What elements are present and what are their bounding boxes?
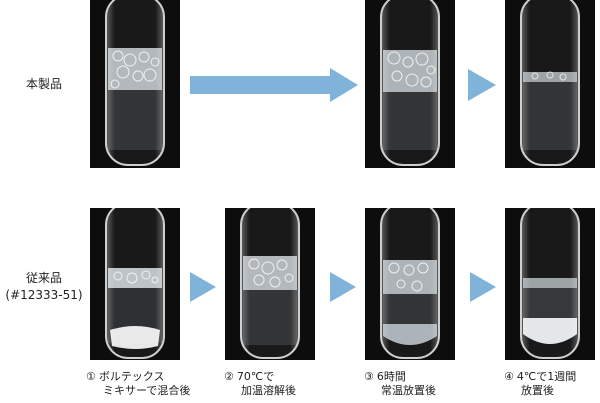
arrow-right-icon [190,272,216,302]
tube-photo-product-step1 [90,0,180,168]
test-tube-image [380,0,440,166]
step-caption-line2: 常温放置後 [381,384,436,397]
step-caption-line1: ボルテックス [98,370,165,383]
step-caption-line2: 加温溶解後 [241,384,296,397]
step-number: ② [224,370,234,383]
arrow-right-icon [468,69,496,101]
step-number: ① [86,370,96,383]
test-tube-image [520,0,580,166]
tube-photo-conventional-step3 [365,208,455,360]
step-caption-line2: ミキサーで混合後 [103,384,191,397]
row-label-line: (#12333-51) [5,288,83,302]
arrow-right-icon [470,272,496,302]
step-caption-line2: 放置後 [521,384,554,397]
step-number: ③ [364,370,374,383]
test-tube-image [105,208,165,359]
test-tube-image [240,208,300,359]
tube-photo-conventional-step2 [225,208,315,360]
test-tube-image [520,208,580,359]
arrow-right-icon [330,272,356,302]
step-caption-line1: 70℃で [236,370,275,383]
row-label-conventional: 従来品 (#12333-51) [2,270,86,304]
tube-photo-product-step3 [365,0,455,168]
row-label-line: 本製品 [25,77,62,91]
step-number: ④ [504,370,514,383]
step-caption-line1: 6時間 [376,370,406,383]
row-label-line: 従来品 [25,271,62,285]
tube-photo-conventional-step4 [505,208,595,360]
test-tube-image [380,208,440,359]
tube-photo-conventional-step1 [90,208,180,360]
step-caption-line1: 4℃で1週間 [516,370,577,383]
row-label-product: 本製品 [14,76,74,93]
tube-photo-product-step4 [505,0,595,168]
long-arrow-icon [190,68,358,102]
test-tube-image [105,0,165,166]
